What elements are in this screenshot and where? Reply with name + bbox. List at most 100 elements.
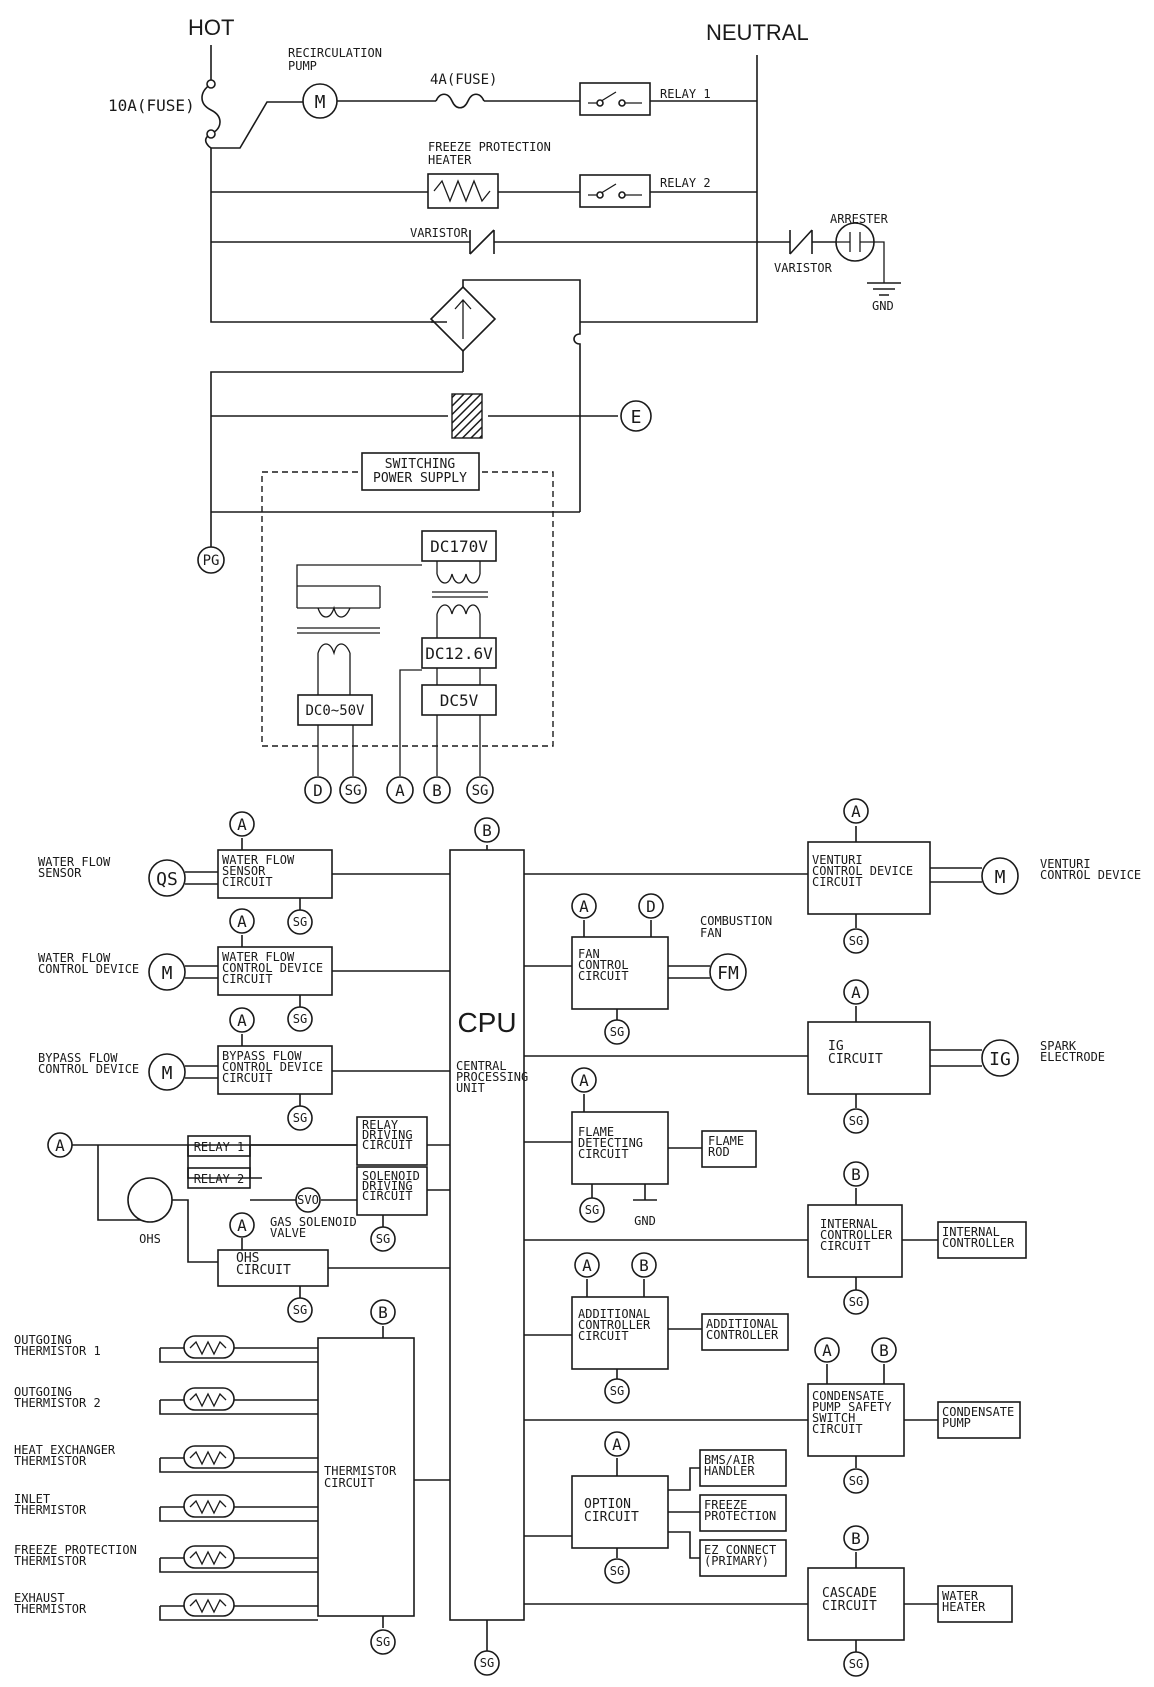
relay-1-switch <box>579 82 651 116</box>
additional-node-a <box>574 1252 600 1278</box>
switching-power-supply <box>361 452 480 491</box>
venturi-circuit-label: VENTURI <box>812 853 863 867</box>
condensate-pump-label: PUMP <box>942 1416 971 1430</box>
additional-wires <box>524 1279 702 1379</box>
heater-resistor <box>433 179 491 203</box>
thermistor-zigzag <box>189 1550 227 1566</box>
thermistor-node-b-label: B <box>378 1303 388 1322</box>
ground-symbol <box>867 282 901 296</box>
additional-controller-circuit <box>571 1296 669 1370</box>
spark-electrode-label: SPARK <box>1040 1039 1077 1053</box>
relay-contact-dot <box>596 191 604 199</box>
rectifier-leads <box>431 279 581 512</box>
thermistor-zigzag <box>189 1450 227 1466</box>
thermistor-symbol <box>183 1387 235 1411</box>
node-pg-label: PG <box>203 553 220 569</box>
ig-node-sg <box>843 1108 869 1134</box>
hot-rail <box>210 148 447 323</box>
thermistor-symbol <box>183 1545 235 1569</box>
bypass-circuit-label: CONTROL DEVICE <box>222 1060 323 1074</box>
condensate-node-b-label: B <box>879 1341 889 1360</box>
solenoid-driving-circuit-label: SOLENOID <box>362 1169 420 1183</box>
thermistor-label: HEAT EXCHANGER <box>14 1443 116 1457</box>
condensate-node-a-label: A <box>822 1341 832 1360</box>
varistor-1-symbol <box>211 229 757 255</box>
additional-controller-circuit-label: CONTROLLER <box>578 1318 651 1332</box>
thermistor-label: THERMISTOR <box>14 1554 87 1568</box>
condensate-pump-label: CONDENSATE <box>942 1405 1014 1419</box>
bypass-device-label: CONTROL DEVICE <box>38 1062 139 1076</box>
flame-node-a <box>571 1067 597 1093</box>
svo-node <box>295 1187 321 1213</box>
cascade-node-b <box>843 1525 869 1551</box>
heater-label-1: FREEZE PROTECTION <box>428 140 551 154</box>
venturi-motor-label: M <box>995 867 1006 888</box>
flame-node-sg <box>579 1197 605 1223</box>
bypass-node-a-label: A <box>237 1011 247 1030</box>
thermistor-label: OUTGOING <box>14 1385 72 1399</box>
combustion-fan-label: FAN <box>700 926 722 940</box>
cpu-node-b <box>474 817 500 843</box>
wfc-circuit <box>217 946 333 996</box>
venturi-node-a <box>843 798 869 824</box>
bypass-motor-label: M <box>162 1063 173 1084</box>
solenoid-driving-circuit-label: DRIVING <box>362 1179 413 1193</box>
water-heater <box>937 1585 1013 1623</box>
bypass-node-a <box>229 1007 255 1033</box>
sps-label-2: POWER SUPPLY <box>373 471 467 486</box>
rectifier-arrow <box>454 299 472 339</box>
venturi-device-label: CONTROL DEVICE <box>1040 868 1141 882</box>
water-heater-label: HEATER <box>942 1600 986 1614</box>
additional-node-a-label: A <box>582 1256 592 1275</box>
wfs-wire <box>185 871 450 885</box>
freeze-protection <box>699 1494 787 1532</box>
motor-symbol: M <box>315 92 326 113</box>
varistor-1-label: VARISTOR <box>410 226 469 240</box>
fuse-main-symbol <box>201 83 221 149</box>
wfc-node-a <box>229 908 255 934</box>
fan-node-sg <box>604 1019 630 1045</box>
ohs-circuit-label: CIRCUIT <box>236 1263 291 1278</box>
wfc-device-label: WATER FLOW <box>38 951 111 965</box>
solenoid-node-sg <box>370 1226 396 1252</box>
neutral-rail <box>580 55 758 323</box>
cascade-node-sg-label: SG <box>849 1657 863 1671</box>
bypass-leads <box>241 1034 301 1106</box>
cascade-circuit-label: CIRCUIT <box>822 1599 877 1614</box>
flame-detecting-circuit <box>571 1111 669 1185</box>
flame-detecting-circuit-label: FLAME <box>578 1125 614 1139</box>
varistor-2-label: VARISTOR <box>774 261 833 275</box>
option-node-a <box>604 1431 630 1457</box>
venturi-device-label: VENTURI <box>1040 857 1091 871</box>
cpu-sub-line: PROCESSING <box>456 1070 528 1084</box>
node-d-label: D <box>313 781 323 800</box>
fuse-main-label: 10A(FUSE) <box>108 96 195 115</box>
fan-node-sg-label: SG <box>610 1025 624 1039</box>
cascade-wires <box>524 1552 938 1652</box>
node-e-label: E <box>631 407 642 428</box>
internal-controller-circuit-label: INTERNAL <box>820 1217 878 1231</box>
wfc-motor-label: M <box>162 963 173 984</box>
venturi-node-sg-label: SG <box>849 934 863 948</box>
additional-controller-label: ADDITIONAL <box>706 1317 778 1331</box>
condensate-node-b <box>871 1337 897 1363</box>
wfs-node-a-label: A <box>237 815 247 834</box>
additional-node-sg <box>604 1378 630 1404</box>
condensate-circuit-label: CIRCUIT <box>812 1422 863 1436</box>
fan-control-circuit-label: FAN <box>578 947 600 961</box>
wfc-wire <box>185 965 450 979</box>
dc5v-label: DC5V <box>440 691 479 710</box>
water-flow-sensor-circuit <box>217 849 333 899</box>
control-wires <box>72 826 982 1652</box>
node-sg-label: SG <box>472 783 489 799</box>
bypass-motor <box>148 1053 186 1091</box>
ohs-switch <box>127 1177 173 1223</box>
ohs-node-a <box>229 1212 255 1238</box>
solenoid-driving-circuit-label: CIRCUIT <box>362 1189 413 1203</box>
additional-controller-circuit-label: ADDITIONAL <box>578 1307 650 1321</box>
internal-controller-circuit <box>807 1204 903 1278</box>
water-flow-sensor-label: WATER FLOW <box>38 855 111 869</box>
